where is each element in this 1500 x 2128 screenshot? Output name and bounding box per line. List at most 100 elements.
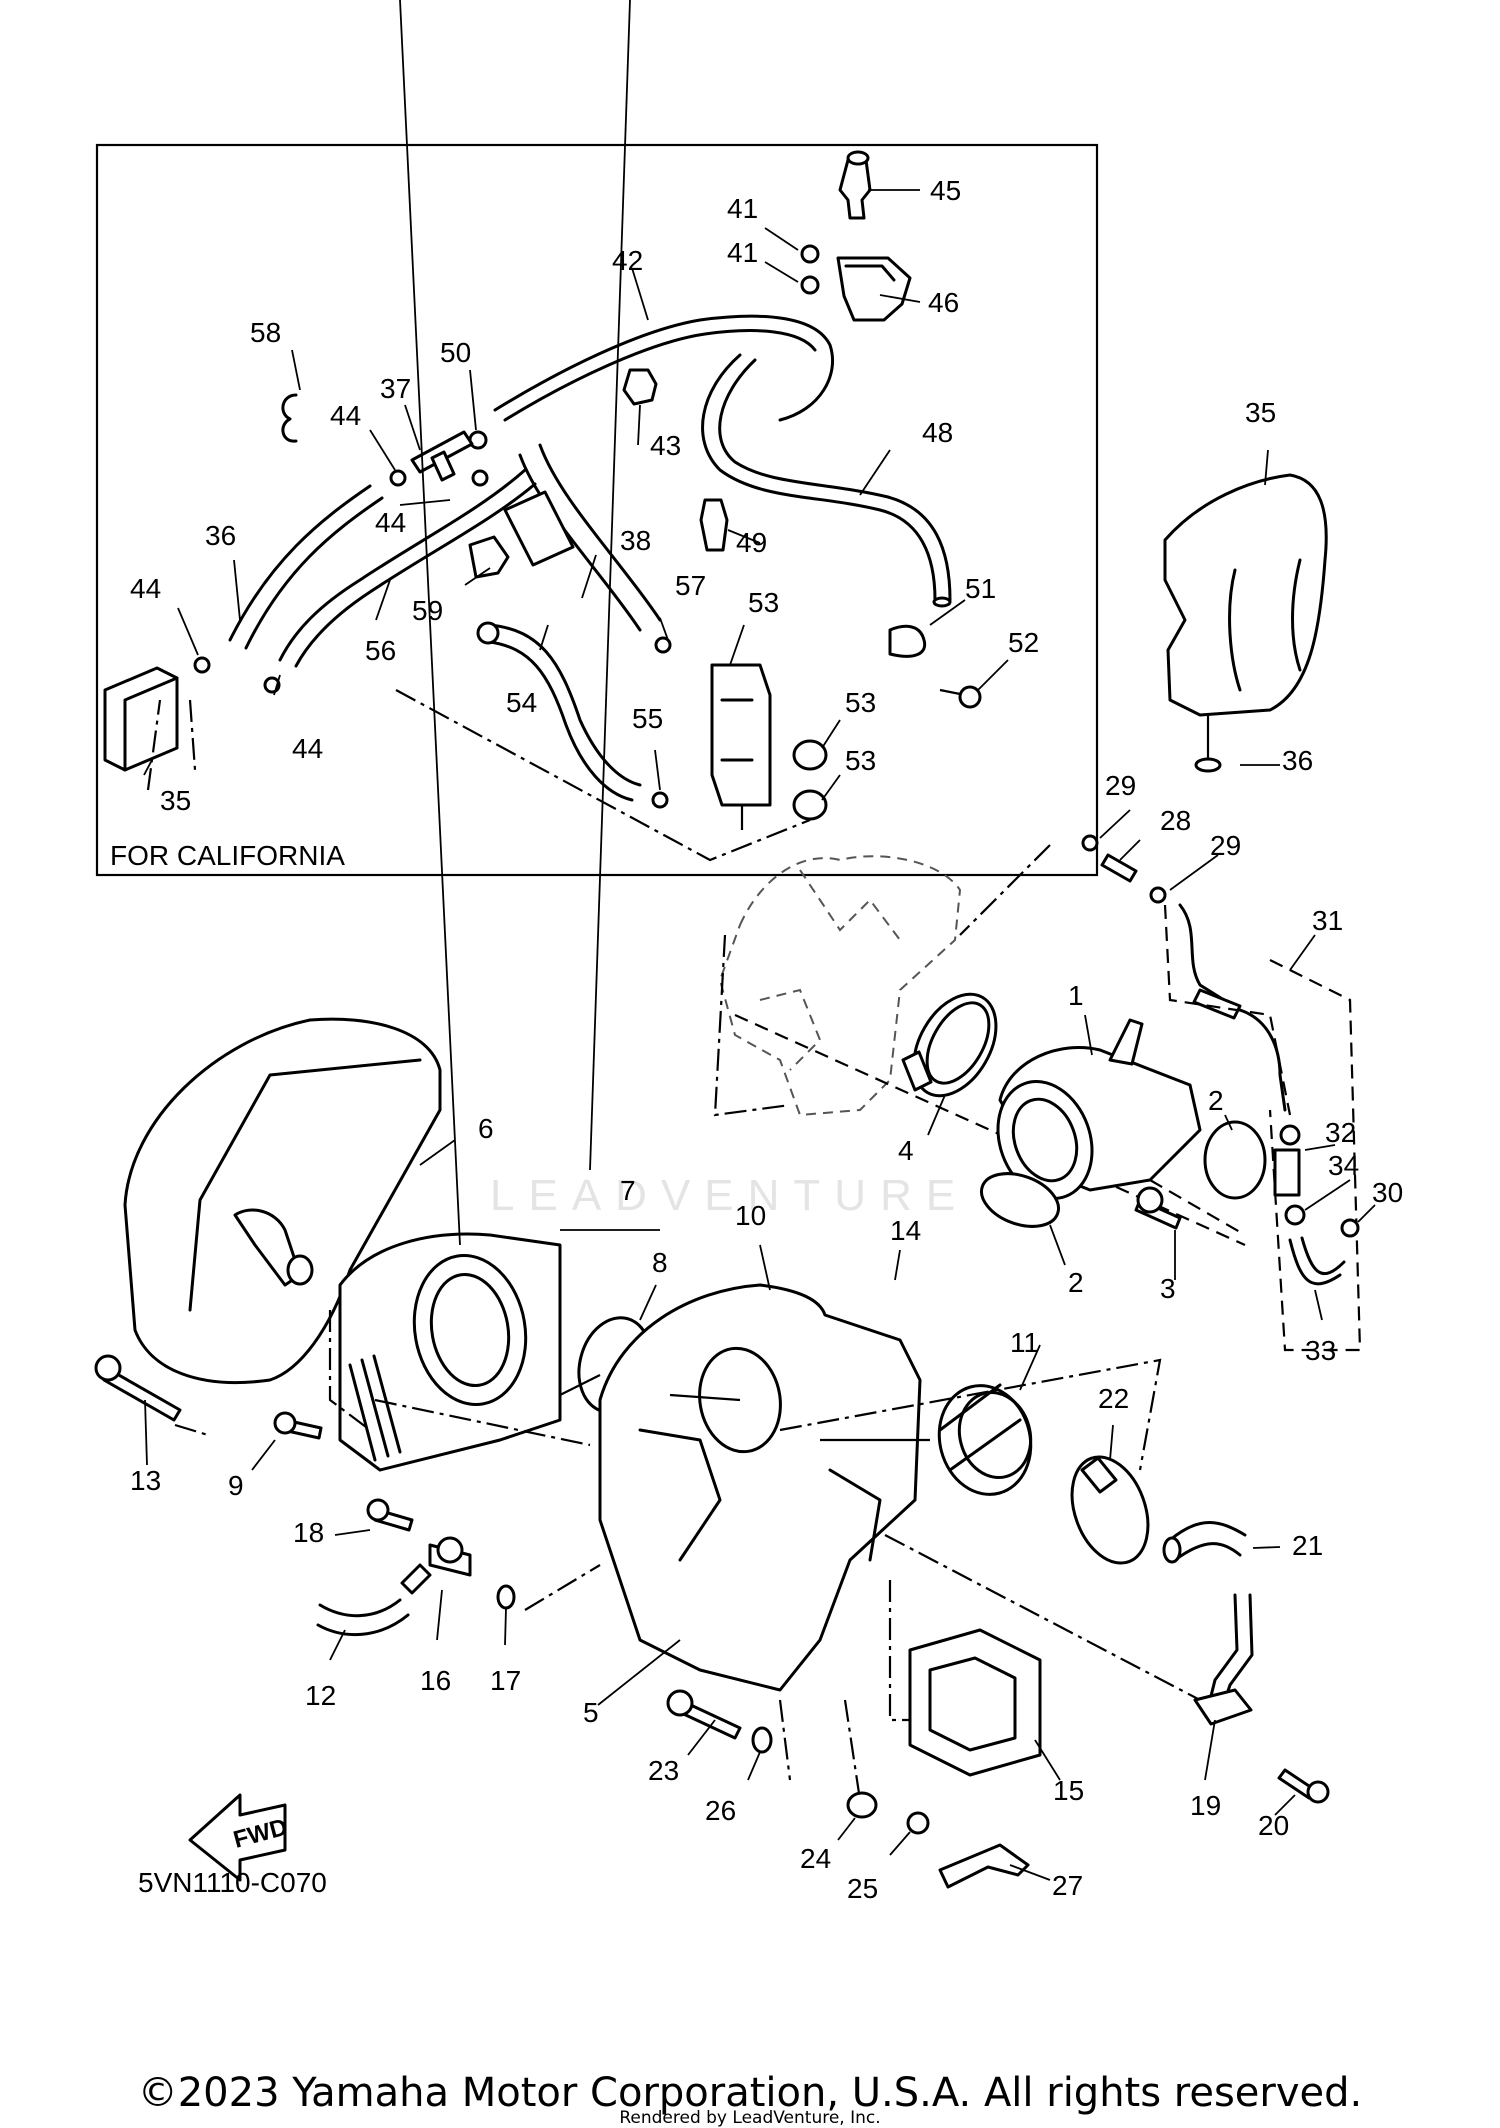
copyright-text: ©2023 Yamaha Motor Corporation, U.S.A. A… [137, 2070, 1363, 2116]
part-43-clamp [622, 368, 658, 406]
part-55-clip [651, 791, 669, 809]
part-35-cover [1163, 473, 1328, 717]
label-32: 32 [1325, 1117, 1356, 1148]
label-54: 54 [506, 687, 537, 718]
label-50: 51 [965, 573, 996, 604]
label-49: 50 [440, 337, 471, 368]
part-32-pipe [1273, 1148, 1301, 1197]
label-45: 45 [930, 175, 961, 206]
label-7: 7 [620, 1175, 636, 1206]
assembly-line-13 [174, 1423, 209, 1437]
part-44-clip-c [193, 656, 211, 674]
part-22-band [1070, 1455, 1150, 1565]
assembly-line-22 [779, 1358, 1162, 1471]
part-11-funnel [937, 1383, 1033, 1496]
watermark-text: LEADVENTURE [490, 1171, 969, 1220]
label-57: 57 [675, 570, 706, 601]
label-5: 5 [583, 1697, 599, 1728]
diagram-code: 5VN1110-C070 [138, 1867, 327, 1898]
part-30-clip [1340, 1218, 1360, 1238]
part-1-joint [996, 1018, 1202, 1200]
part-29-clip-a [1081, 834, 1099, 852]
label-59: 59 [412, 595, 443, 626]
label-13: 13 [130, 1465, 161, 1496]
label-42: 42 [612, 245, 643, 276]
label-19: 19 [1190, 1790, 1221, 1821]
label-21: 21 [1292, 1530, 1323, 1561]
label-17: 17 [490, 1665, 521, 1696]
region-label: FOR CALIFORNIA [110, 840, 345, 871]
label-47: 48 [922, 417, 953, 448]
label-28: 28 [1160, 805, 1191, 836]
part-49-clip [468, 430, 488, 450]
part-44-clip-a [389, 469, 407, 487]
part-48-clamp [699, 498, 729, 552]
part-7-element [338, 1232, 562, 1472]
part-26-washer [751, 1726, 773, 1754]
part-28-pipe [1100, 853, 1138, 883]
part-25-collar [906, 1811, 930, 1835]
part-59-clamp [468, 535, 510, 579]
part-2-oring-a [1203, 1120, 1267, 1200]
assembly-outline-31 [1268, 959, 1362, 1352]
part-20-screw [1277, 1768, 1330, 1804]
assembly-line-37 [188, 699, 197, 771]
assembly-line-37b [146, 699, 162, 791]
part-46-valve [836, 256, 912, 322]
label-25: 25 [847, 1873, 878, 1904]
label-44d: 44 [292, 733, 323, 764]
rendered-by-text: Rendered by LeadVenture, Inc. [619, 2108, 881, 2128]
leader-lines-main [144, 0, 1376, 1881]
part-29-clip-b [1149, 886, 1167, 904]
part-17-oring [496, 1584, 516, 1610]
fwd-arrow-icon: FWD [188, 1793, 290, 1882]
part-44-clip-b [471, 469, 489, 487]
label-51: 52 [1008, 627, 1039, 658]
assembly-line-26 [778, 1699, 792, 1781]
part-4-band [901, 992, 998, 1098]
label-41b: 41 [727, 237, 758, 268]
part-39-tee [410, 430, 474, 482]
label-52: 53 [748, 587, 779, 618]
label-1: 1 [1068, 980, 1084, 1011]
part-47-hose [701, 353, 937, 602]
label-46: 46 [928, 287, 959, 318]
assembly-line-9 [374, 1398, 591, 1447]
part-56-hose [278, 468, 527, 662]
part-57-clip [654, 636, 672, 654]
part-38-hose [228, 484, 372, 642]
part-33-hose [1288, 1238, 1342, 1286]
label-53b: 53 [845, 745, 876, 776]
label-24: 24 [800, 1843, 831, 1874]
label-39: 37 [380, 373, 411, 404]
part-6-cover [123, 1017, 442, 1385]
part-36-bolt [1194, 735, 1222, 773]
assembly-line-carb [713, 934, 791, 1117]
label-43: 43 [650, 430, 681, 461]
label-44c: 44 [130, 573, 161, 604]
part-37-canister [103, 666, 179, 772]
label-15: 15 [1053, 1775, 1084, 1806]
part-23-bolt [666, 1689, 742, 1740]
part-54-hose [488, 623, 642, 787]
label-33: 33 [1305, 1335, 1336, 1366]
label-18: 18 [293, 1517, 324, 1548]
part-45-fitting [838, 150, 872, 220]
part-21-hose [1162, 1521, 1247, 1564]
assembly-line-19 [884, 1534, 1201, 1701]
part-10-case [598, 1283, 922, 1692]
assembly-line-7 [328, 1310, 371, 1431]
label-56: 56 [365, 635, 396, 666]
part-19-drain [1193, 1593, 1254, 1726]
label-6: 6 [478, 1113, 494, 1144]
part-15-plate [908, 1628, 1042, 1777]
assembly-line-15 [888, 1580, 1020, 1722]
part-18-bolt [366, 1498, 414, 1532]
part-12-hose [318, 1598, 402, 1618]
label-8: 8 [652, 1247, 668, 1278]
label-35: 35 [1245, 397, 1276, 428]
part-51-bolt [939, 685, 982, 709]
label-31: 31 [1312, 905, 1343, 936]
part-53-grommet-a [792, 739, 828, 771]
part-52-bracket [710, 663, 772, 830]
